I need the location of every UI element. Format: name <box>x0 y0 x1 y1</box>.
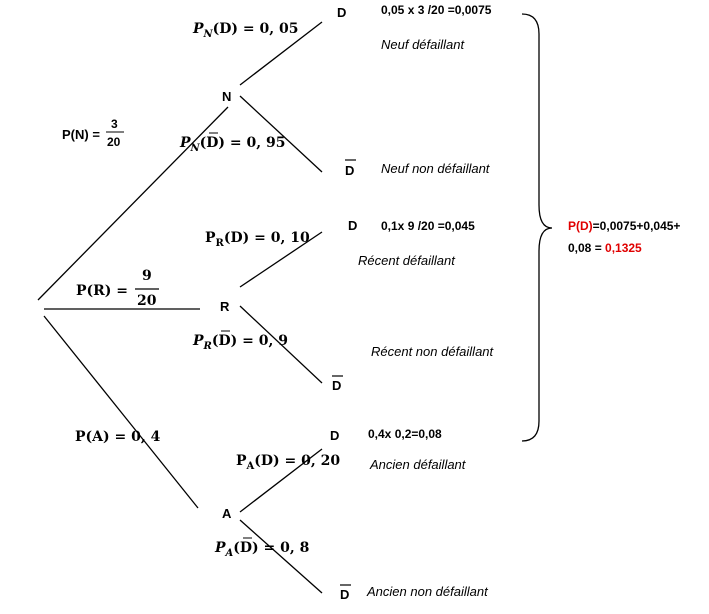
edge-root-a <box>43 315 199 509</box>
prob-r-dbar-text: PR(D) = 0, 9 <box>192 333 288 352</box>
desc-ancien-non-defaillant: Ancien non défaillant <box>366 584 489 599</box>
desc-neuf-defaillant: Neuf défaillant <box>381 37 465 52</box>
edge-a-dbar <box>239 519 323 594</box>
prob-r-label: P(R) = <box>76 283 128 299</box>
node-a-d: D <box>330 428 339 443</box>
node-a: A <box>222 506 232 521</box>
total-pd-label: P(D) <box>568 219 593 233</box>
product-a: 0,4x 0,2=0,08 <box>368 427 442 441</box>
prob-n-numerator: 3 <box>111 117 118 131</box>
total-result: 0,1325 <box>605 241 642 255</box>
desc-ancien-defaillant: Ancien défaillant <box>369 457 467 472</box>
total-probability: P(D)=0,0075+0,045+ 0,08 = 0,1325 <box>568 219 680 255</box>
edge-n-d <box>239 21 323 86</box>
node-r-dbar-label: D <box>332 378 341 393</box>
node-n-dbar: D <box>345 159 356 178</box>
node-n-dbar-label: D <box>345 163 354 178</box>
node-r-dbar: D <box>332 375 343 393</box>
total-expr-2: 0,08 = <box>568 241 605 255</box>
prob-a: P(A) = 0, 4 <box>75 429 161 445</box>
tree-nodes: N R A D D D D D D <box>220 5 357 602</box>
node-n: N <box>222 89 231 104</box>
edge-r-dbar <box>239 305 323 384</box>
prob-a-dbar-text: PA(D) = 0, 8 <box>214 540 309 559</box>
prob-n-d: PN(D) = 0, 05 <box>192 21 299 40</box>
curly-brace <box>521 13 553 442</box>
prob-n-dbar-text: PN(D) = 0, 95 <box>179 135 286 154</box>
first-level-probabilities: P(N) = 3 20 P(R) = 9 20 P(A) = 0, 4 <box>62 117 161 445</box>
desc-recent-defaillant: Récent défaillant <box>358 253 456 268</box>
prob-r-numerator: 9 <box>142 268 152 284</box>
prob-n: P(N) = 3 20 <box>62 117 124 149</box>
prob-r: P(R) = 9 20 <box>76 268 159 309</box>
total-line-1: P(D)=0,0075+0,045+ <box>568 219 680 233</box>
edge-a-d <box>239 448 323 513</box>
conditional-probabilities: PN(D) = 0, 05 PN(D) = 0, 95 PR(D) = 0, 1… <box>179 21 340 559</box>
edge-r-d <box>239 231 323 288</box>
prob-n-label: P(N) = <box>62 127 100 142</box>
prob-a-dbar: PA(D) = 0, 8 <box>214 537 309 559</box>
prob-n-dbar: PN(D) = 0, 95 <box>179 132 286 154</box>
tree-branches <box>37 21 323 594</box>
edge-root-n <box>37 106 229 301</box>
total-line-2: 0,08 = 0,1325 <box>568 241 642 255</box>
prob-r-d: PR(D) = 0, 10 <box>205 230 310 249</box>
prob-n-denominator: 20 <box>107 135 121 149</box>
desc-neuf-non-defaillant: Neuf non défaillant <box>381 161 491 176</box>
product-r: 0,1x 9 /20 =0,045 <box>381 219 475 233</box>
node-a-dbar: D <box>340 584 351 602</box>
node-a-dbar-label: D <box>340 587 349 602</box>
prob-r-dbar: PR(D) = 0, 9 <box>192 330 288 352</box>
node-r: R <box>220 299 230 314</box>
products: 0,05 x 3 /20 =0,0075 0,1x 9 /20 =0,045 0… <box>368 3 492 441</box>
prob-a-d: PA(D) = 0, 20 <box>236 453 340 472</box>
node-n-d: D <box>337 5 346 20</box>
descriptions: Neuf défaillant Neuf non défaillant Réce… <box>358 37 495 599</box>
edge-n-dbar <box>239 95 323 173</box>
product-n: 0,05 x 3 /20 =0,0075 <box>381 3 492 17</box>
total-expr-1: =0,0075+0,045+ <box>593 219 681 233</box>
node-r-d: D <box>348 218 357 233</box>
desc-recent-non-defaillant: Récent non défaillant <box>371 344 495 359</box>
prob-r-denominator: 20 <box>137 293 157 309</box>
